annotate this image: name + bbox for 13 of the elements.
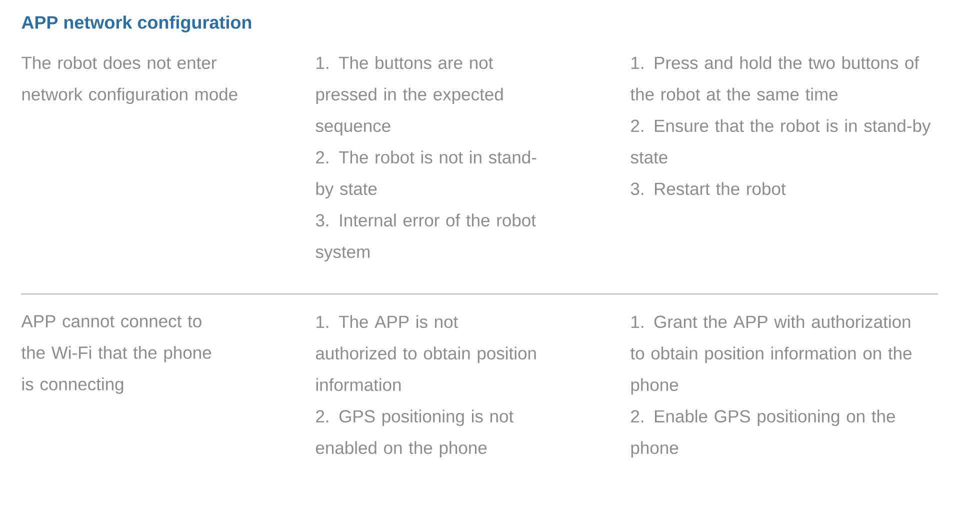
cell-text: 1. The buttons are not pressed in the expected sequence bbox=[316, 56, 503, 136]
cell-text: 3. Internal error of the robot system bbox=[316, 214, 536, 262]
cell-text: 2. The robot is not in stand-by state bbox=[316, 150, 536, 198]
heading: APP network configuration bbox=[22, 16, 252, 32]
cell-text: 1. Press and hold the two buttons of the robot at the same time bbox=[630, 56, 920, 101]
cell-text: 2. Ensure that the robot is in stand-by state bbox=[630, 119, 931, 164]
cell-text: 2. GPS positioning is not enabled on the phone bbox=[316, 410, 514, 458]
cell-text: APP cannot connect to the Wi-Fi that the phone is connecting bbox=[21, 315, 212, 394]
cell-text: 1. The APP is not authorized to obtain position information bbox=[316, 315, 536, 392]
cell-text: 3. Restart the robot bbox=[630, 182, 786, 196]
cell-text: 1. Grant the APP with authorization to obtain position information on the phone bbox=[630, 315, 912, 394]
cell-text: The robot does not enter network configuration mode bbox=[22, 56, 238, 104]
cell-text: 2. Enable GPS positioning on the phone bbox=[631, 410, 895, 458]
